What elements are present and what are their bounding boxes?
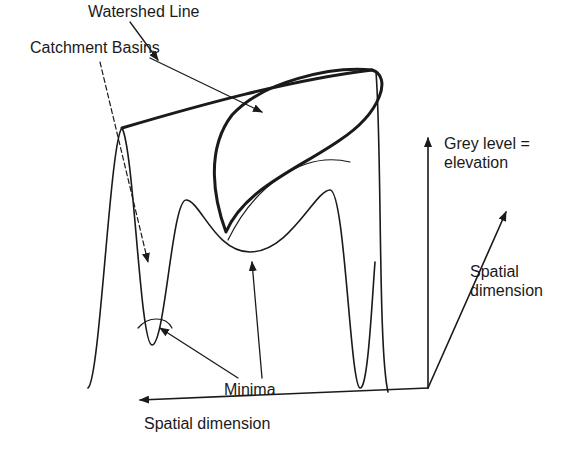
axis-label: Grey level = elevation — [444, 134, 536, 172]
axis-label: Spatial dimension — [470, 262, 552, 300]
inner-ridge — [228, 160, 350, 240]
surface-edge — [376, 72, 388, 392]
leader-arrow — [160, 328, 238, 378]
part-label: Watershed Line — [88, 2, 228, 21]
leader-arrow — [100, 62, 148, 262]
watershed-line — [122, 70, 372, 128]
part-label: Catchment Basins — [30, 38, 180, 57]
leader-arrow — [252, 262, 262, 378]
surface-profile — [88, 128, 375, 388]
watershed-loop — [214, 69, 382, 232]
part-label: Minima — [224, 380, 294, 399]
axis-label: Spatial dimension — [144, 414, 304, 433]
basin-arc — [138, 319, 172, 328]
leader-arrow — [150, 58, 262, 112]
axis-spatial — [428, 212, 506, 388]
axis-elevation — [427, 138, 429, 388]
axis-spatial — [140, 388, 428, 400]
